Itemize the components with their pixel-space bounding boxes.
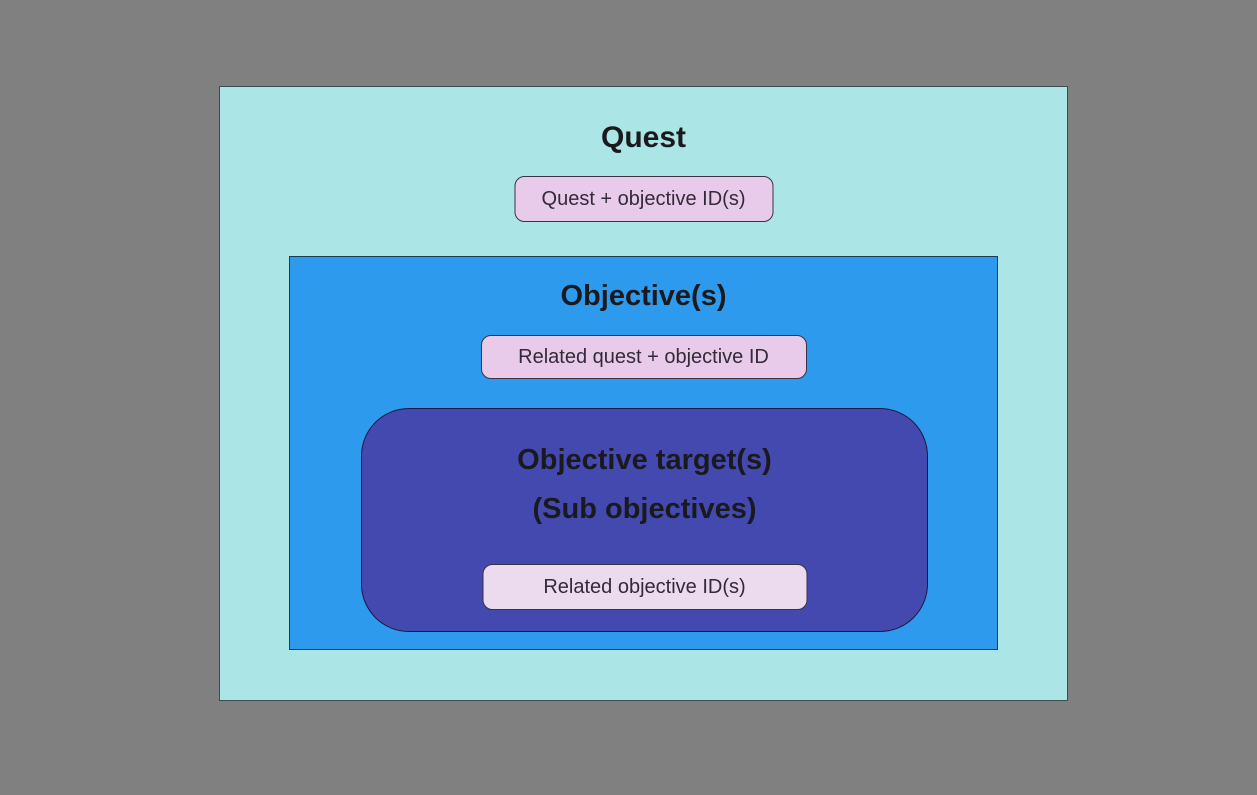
- quest-box: Quest Quest + objective ID(s) Objective(…: [219, 86, 1068, 701]
- quest-title: Quest: [600, 121, 687, 154]
- objective-box: Objective(s) Related quest + objective I…: [289, 256, 998, 650]
- objective-target-title-line2: (Sub objectives): [532, 493, 757, 525]
- objective-target-box: Objective target(s) (Sub objectives) Rel…: [361, 408, 928, 632]
- related-objective-id-badge: Related objective ID(s): [482, 564, 807, 610]
- related-quest-objective-id-badge: Related quest + objective ID: [480, 335, 807, 379]
- objective-target-title: Objective target(s) (Sub objectives): [362, 436, 927, 534]
- objective-target-title-line1: Objective target(s): [517, 444, 772, 476]
- objective-title: Objective(s): [560, 280, 727, 312]
- quest-id-badge: Quest + objective ID(s): [514, 176, 773, 222]
